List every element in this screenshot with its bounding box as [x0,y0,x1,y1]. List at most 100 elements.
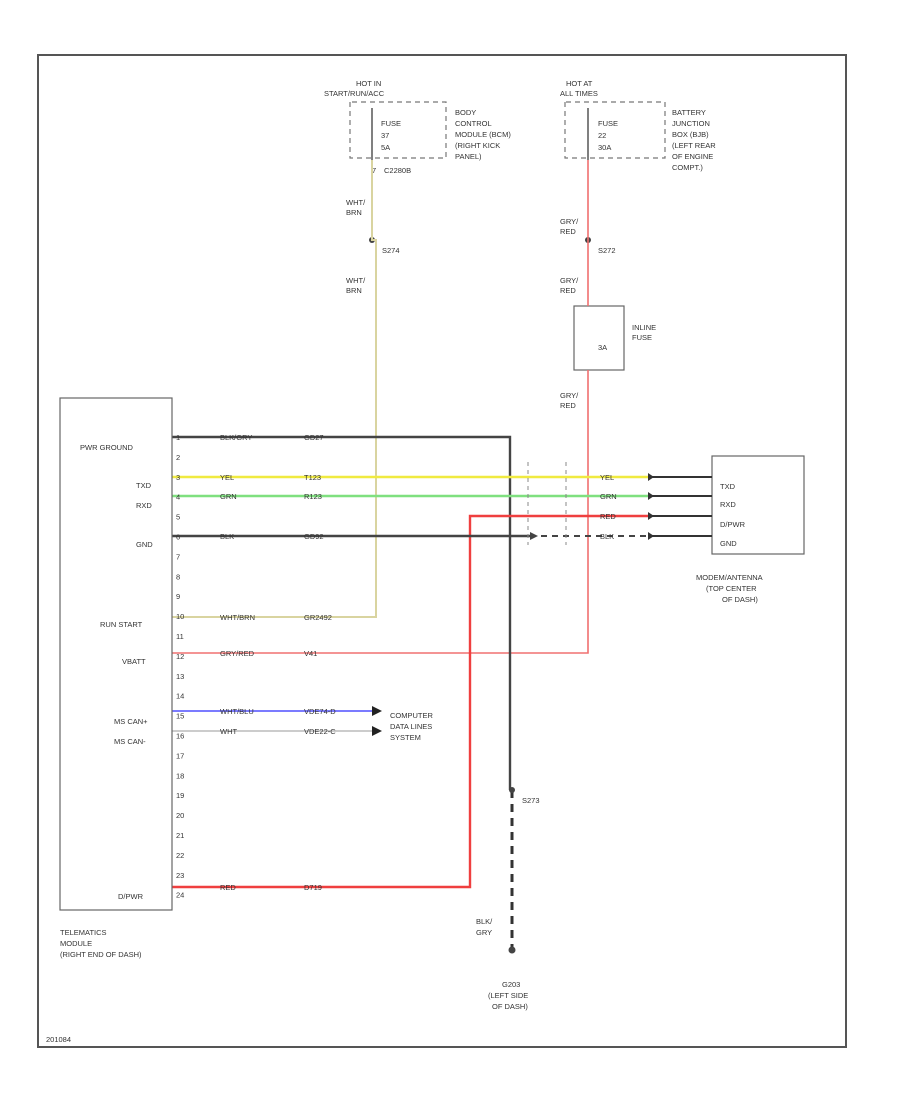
pin-number: 9 [176,592,180,601]
wire-pwr-ground [172,435,512,790]
fuse-label: FUSE [381,119,401,128]
splice-label: S273 [522,796,540,805]
arrow-right-icon [372,706,382,716]
computer-data-label: COMPUTER [390,711,434,720]
antenna-pin-label: D/PWR [720,520,746,529]
modem-antenna-box [711,455,805,555]
fuse-number: 22 [598,131,606,140]
wire-color-label: WHT/ [346,198,366,207]
bcm-desc-5: PANEL) [455,152,482,161]
pin-number: 2 [176,453,180,462]
pin-label-pwr-ground: PWR GROUND [80,443,133,452]
pin-number: 16 [176,732,184,741]
antenna-location: OF DASH) [722,595,758,604]
ground-id: G203 [502,980,520,989]
circuit-label: D719 [304,883,322,892]
hot-label-line1: HOT AT [566,79,593,88]
wire-color-label: GRY/ [560,276,579,285]
modem-antenna: YEL GRN RED BLK TXD RXD D/PWR GND MODEM/… [600,455,805,604]
wire-color-label: GRY/RED [220,649,255,658]
hot-label-line2: START/RUN/ACC [324,89,385,98]
wire-color-label: GRY [476,928,492,937]
inline-fuse-value: 3A [598,343,607,352]
wire-color-label: GRY/ [560,391,579,400]
pin-label-gnd: GND [136,540,153,549]
splice-s273 [509,787,515,793]
antenna-pin-label: RXD [720,500,736,509]
module-location: (RIGHT END OF DASH) [60,950,142,959]
wire-color-label: BLK [220,532,234,541]
pin-number: 5 [176,513,180,522]
module-name: TELEMATICS [60,928,107,937]
bcm-desc-4: (RIGHT KICK [455,141,500,150]
inline-fuse-label: INLINE [632,323,656,332]
diagram-frame [37,54,847,1048]
wire-dpwr [172,514,648,889]
pin-label-txd: TXD [136,481,152,490]
wire-color-label: BRN [346,208,362,217]
pin-number: 14 [176,692,184,701]
pin-number: 11 [176,632,184,641]
pin-number: 7 [176,552,180,561]
fuse-22-block: HOT AT ALL TIMES FUSE 22 30A BATTERY JUN… [560,79,716,410]
pin-label-dpwr: D/PWR [118,892,144,901]
wire-color-label: RED [560,286,576,295]
bjb-desc-1: BATTERY [672,108,706,117]
splice-label: S272 [598,246,616,255]
fuse-number: 37 [381,131,389,140]
computer-data-label: SYSTEM [390,733,421,742]
wire-color-label: RED [600,512,616,521]
pin-number: 21 [176,831,184,840]
antenna-name: MODEM/ANTENNA [696,573,763,582]
pin-number: 20 [176,811,184,820]
telematics-module: PWR GROUND TXD RXD GND RUN START VBATT M… [59,397,184,959]
hot-label-line1: HOT IN [356,79,381,88]
telematics-module-box [59,397,173,911]
inline-fuse-box [573,305,625,371]
hot-label-line2: ALL TIMES [560,89,598,98]
ground-location: OF DASH) [492,1002,528,1011]
circuit-label: V41 [304,649,317,658]
wire-color-label: YEL [600,473,614,482]
bcm-desc-3: MODULE (BCM) [455,130,511,139]
circuit-label: VDE22-C [304,727,336,736]
circuit-label: GR2492 [304,613,332,622]
fuse-box-outline [564,101,666,159]
circuit-label: R123 [304,492,322,501]
connector-arrow-icon [648,473,654,481]
arrow-icon [530,532,538,540]
antenna-location: (TOP CENTER [706,584,757,593]
connector-arrow-icon [648,492,654,500]
wire-color-label: RED [560,401,576,410]
pin-number: 10 [176,612,184,621]
circuit-label: GD92 [304,532,324,541]
connector-arrow-icon [648,532,654,540]
pin-number: 8 [176,572,180,581]
bjb-desc-3: BOX (BJB) [672,130,709,139]
bjb-desc-5: OF ENGINE [672,152,713,161]
bcm-connector-id: C2280B [384,166,411,175]
ground-point-icon [508,946,516,954]
antenna-pin-label: TXD [720,482,736,491]
wire-color-label: GRY/ [560,217,579,226]
inline-fuse-label: FUSE [632,333,652,342]
pin-number: 1 [176,433,180,442]
wire-color-label: GRN [600,492,617,501]
wire-color-label: WHT/ [346,276,366,285]
pin-number: 12 [176,652,184,661]
pin-number: 17 [176,751,184,760]
pin-number: 22 [176,851,184,860]
bcm-desc-2: CONTROL [455,119,492,128]
pin-number: 15 [176,712,184,721]
bjb-desc-2: JUNCTION [672,119,710,128]
wire-color-label: RED [560,227,576,236]
page-code: 201084 [46,1035,71,1044]
pin-number: 3 [176,473,180,482]
wire-color-label: BLK/GRY [220,433,252,442]
wire-color-label: BLK [600,532,614,541]
wire-color-label: BLK/ [476,917,493,926]
fuse-label: FUSE [598,119,618,128]
antenna-pin-label: GND [720,539,737,548]
pin-number: 4 [176,493,180,502]
